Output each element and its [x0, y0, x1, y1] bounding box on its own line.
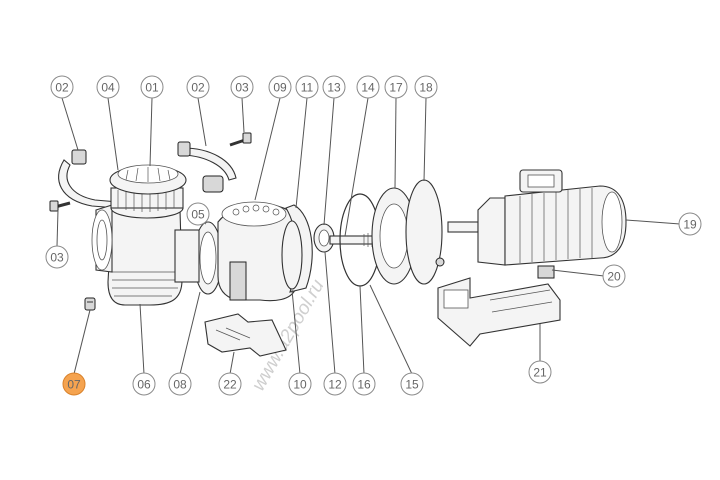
callout-bubble [528, 360, 552, 384]
callout-label: 09 [273, 81, 287, 95]
callout-bubble [140, 75, 164, 99]
callout-01[interactable]: 01 [140, 75, 164, 99]
callout-bubble [400, 372, 424, 396]
callout-label: 08 [173, 378, 187, 392]
callout-label: 05 [191, 208, 205, 222]
callout-bubble [322, 75, 346, 99]
callout-label: 03 [50, 251, 64, 265]
callout-label: 14 [361, 81, 375, 95]
callout-label: 07 [67, 378, 81, 392]
callout-19[interactable]: 19 [678, 212, 702, 236]
callout-08[interactable]: 08 [168, 372, 192, 396]
callout-14[interactable]: 14 [356, 75, 380, 99]
callout-label: 20 [607, 270, 621, 284]
part-motor[interactable] [477, 169, 627, 266]
callout-bubble [186, 202, 210, 226]
callout-label: 04 [101, 81, 115, 95]
callout-label: 13 [327, 81, 341, 95]
part-clamp-left[interactable] [58, 149, 119, 209]
part-shaft[interactable] [329, 233, 377, 247]
part-seal-housing[interactable] [371, 187, 417, 285]
callout-label: 19 [683, 218, 697, 232]
callout-06[interactable]: 06 [132, 372, 156, 396]
callout-03b[interactable]: 03 [45, 245, 69, 269]
callout-07[interactable]: 07 [62, 372, 86, 396]
part-motor-bracket[interactable] [405, 179, 445, 285]
callout-03a[interactable]: 03 [230, 75, 254, 99]
callout-label: 06 [137, 378, 151, 392]
callout-label: 17 [389, 81, 403, 95]
callout-bubble [168, 372, 192, 396]
callout-label: 03 [235, 81, 249, 95]
callout-bubble [414, 75, 438, 99]
callout-bubble [384, 75, 408, 99]
callout-bubble [50, 75, 74, 99]
callout-layer: 02 04 01 02 03 09 11 13 14 17 18 05 03 19 20 07 06 08 22 10… [45, 75, 702, 396]
callout-bubble [96, 75, 120, 99]
part-flange-ring[interactable] [193, 221, 223, 295]
part-clamp-right[interactable] [177, 141, 237, 193]
callout-22[interactable]: 22 [218, 372, 242, 396]
part-drain-plug[interactable] [84, 297, 96, 311]
callout-02a[interactable]: 02 [50, 75, 74, 99]
callout-21[interactable]: 21 [528, 360, 552, 384]
callout-label: 01 [145, 81, 159, 95]
callout-bubble [268, 75, 292, 99]
callout-label: 18 [419, 81, 433, 95]
part-motor-cap[interactable] [537, 265, 555, 279]
callout-bubble [356, 75, 380, 99]
callout-label: 02 [191, 81, 205, 95]
callout-bubble [186, 75, 210, 99]
callout-label: 22 [223, 378, 237, 392]
part-connector [174, 229, 200, 283]
callout-bubble [132, 372, 156, 396]
callout-bubble [62, 372, 86, 396]
callout-05[interactable]: 05 [186, 202, 210, 226]
callout-10[interactable]: 10 [288, 372, 312, 396]
part-diffuser[interactable] [217, 201, 301, 302]
callout-label: 16 [357, 378, 371, 392]
callout-label: 10 [293, 378, 307, 392]
callout-label: 02 [55, 81, 69, 95]
callout-15[interactable]: 15 [400, 372, 424, 396]
callout-bubble [45, 245, 69, 269]
callout-label: 11 [301, 81, 314, 95]
callout-label: 21 [533, 366, 547, 380]
callout-bubble [678, 212, 702, 236]
callout-16[interactable]: 16 [352, 372, 376, 396]
callout-bubble [323, 372, 347, 396]
callout-13[interactable]: 13 [322, 75, 346, 99]
callout-12[interactable]: 12 [323, 372, 347, 396]
part-base[interactable] [437, 277, 561, 347]
part-impeller-ring[interactable] [281, 220, 303, 290]
callout-bubble [352, 372, 376, 396]
callout-09[interactable]: 09 [268, 75, 292, 99]
callout-bubble [602, 264, 626, 288]
callout-bubble [288, 372, 312, 396]
callout-bubble [230, 75, 254, 99]
part-housing-support[interactable] [204, 313, 287, 357]
callout-17[interactable]: 17 [384, 75, 408, 99]
part-pump-housing[interactable] [91, 204, 183, 306]
callout-label: 15 [405, 378, 419, 392]
part-bolt-top[interactable] [229, 132, 252, 147]
part-lid[interactable] [109, 164, 187, 195]
callout-02b[interactable]: 02 [186, 75, 210, 99]
callout-bubble [218, 372, 242, 396]
callout-bubble [295, 75, 319, 99]
callout-11[interactable]: 11 [295, 75, 319, 99]
callout-label: 12 [328, 378, 342, 392]
part-motor-shaft [447, 221, 479, 233]
part-bolt-left[interactable] [49, 200, 71, 212]
callout-18[interactable]: 18 [414, 75, 438, 99]
callout-20[interactable]: 20 [602, 264, 626, 288]
callout-04[interactable]: 04 [96, 75, 120, 99]
